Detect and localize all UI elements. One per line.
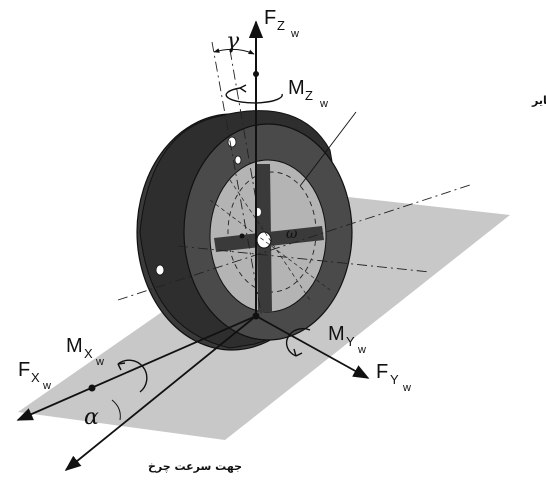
svg-text:Z: Z bbox=[277, 18, 285, 33]
annotation-leader bbox=[299, 111, 357, 187]
tire bbox=[136, 110, 353, 351]
alpha-label: α bbox=[84, 405, 99, 430]
svg-text:F: F bbox=[264, 7, 276, 29]
reference-axes bbox=[117, 41, 471, 319]
sidewall-position-annotation: موقعیت دیواره کناری سمت چپ تایر bbox=[531, 94, 546, 107]
my-label: M Y w bbox=[328, 323, 366, 356]
velocity-arrow bbox=[64, 315, 257, 472]
svg-text:w: w bbox=[42, 380, 51, 392]
svg-text:X: X bbox=[84, 346, 93, 361]
omega-label: ω bbox=[286, 226, 298, 242]
svg-text:M: M bbox=[66, 335, 83, 357]
fz-label: F Z w bbox=[264, 7, 299, 40]
svg-text:F: F bbox=[376, 361, 388, 383]
svg-text:w: w bbox=[319, 98, 328, 110]
svg-text:w: w bbox=[357, 344, 366, 356]
svg-text:M: M bbox=[288, 77, 305, 99]
svg-text:w: w bbox=[290, 28, 299, 40]
svg-text:w: w bbox=[402, 382, 411, 394]
svg-text:F: F bbox=[18, 359, 30, 381]
mz-rotation-icon bbox=[225, 84, 283, 104]
fy-arrow bbox=[255, 315, 370, 379]
fy-label: F Y w bbox=[376, 361, 411, 394]
svg-text:M: M bbox=[328, 323, 345, 345]
gamma-label: γ bbox=[226, 29, 240, 54]
gamma-arc bbox=[213, 48, 255, 55]
wheel-velocity-annotation: جهت سرعت چرخ bbox=[148, 460, 242, 473]
alpha-arc bbox=[111, 399, 121, 421]
svg-text:Y: Y bbox=[390, 372, 399, 387]
mx-rotation-icon bbox=[117, 359, 148, 393]
my-rotation-icon bbox=[285, 327, 311, 357]
fx-arrow bbox=[16, 315, 257, 421]
svg-text:Z: Z bbox=[305, 88, 313, 103]
svg-text:w: w bbox=[95, 356, 104, 368]
svg-text:Y: Y bbox=[346, 334, 355, 349]
fx-label: F X w bbox=[18, 359, 51, 392]
mx-label: M X w bbox=[66, 335, 104, 368]
svg-text:X: X bbox=[31, 370, 40, 385]
mz-label: M Z w bbox=[288, 77, 328, 110]
